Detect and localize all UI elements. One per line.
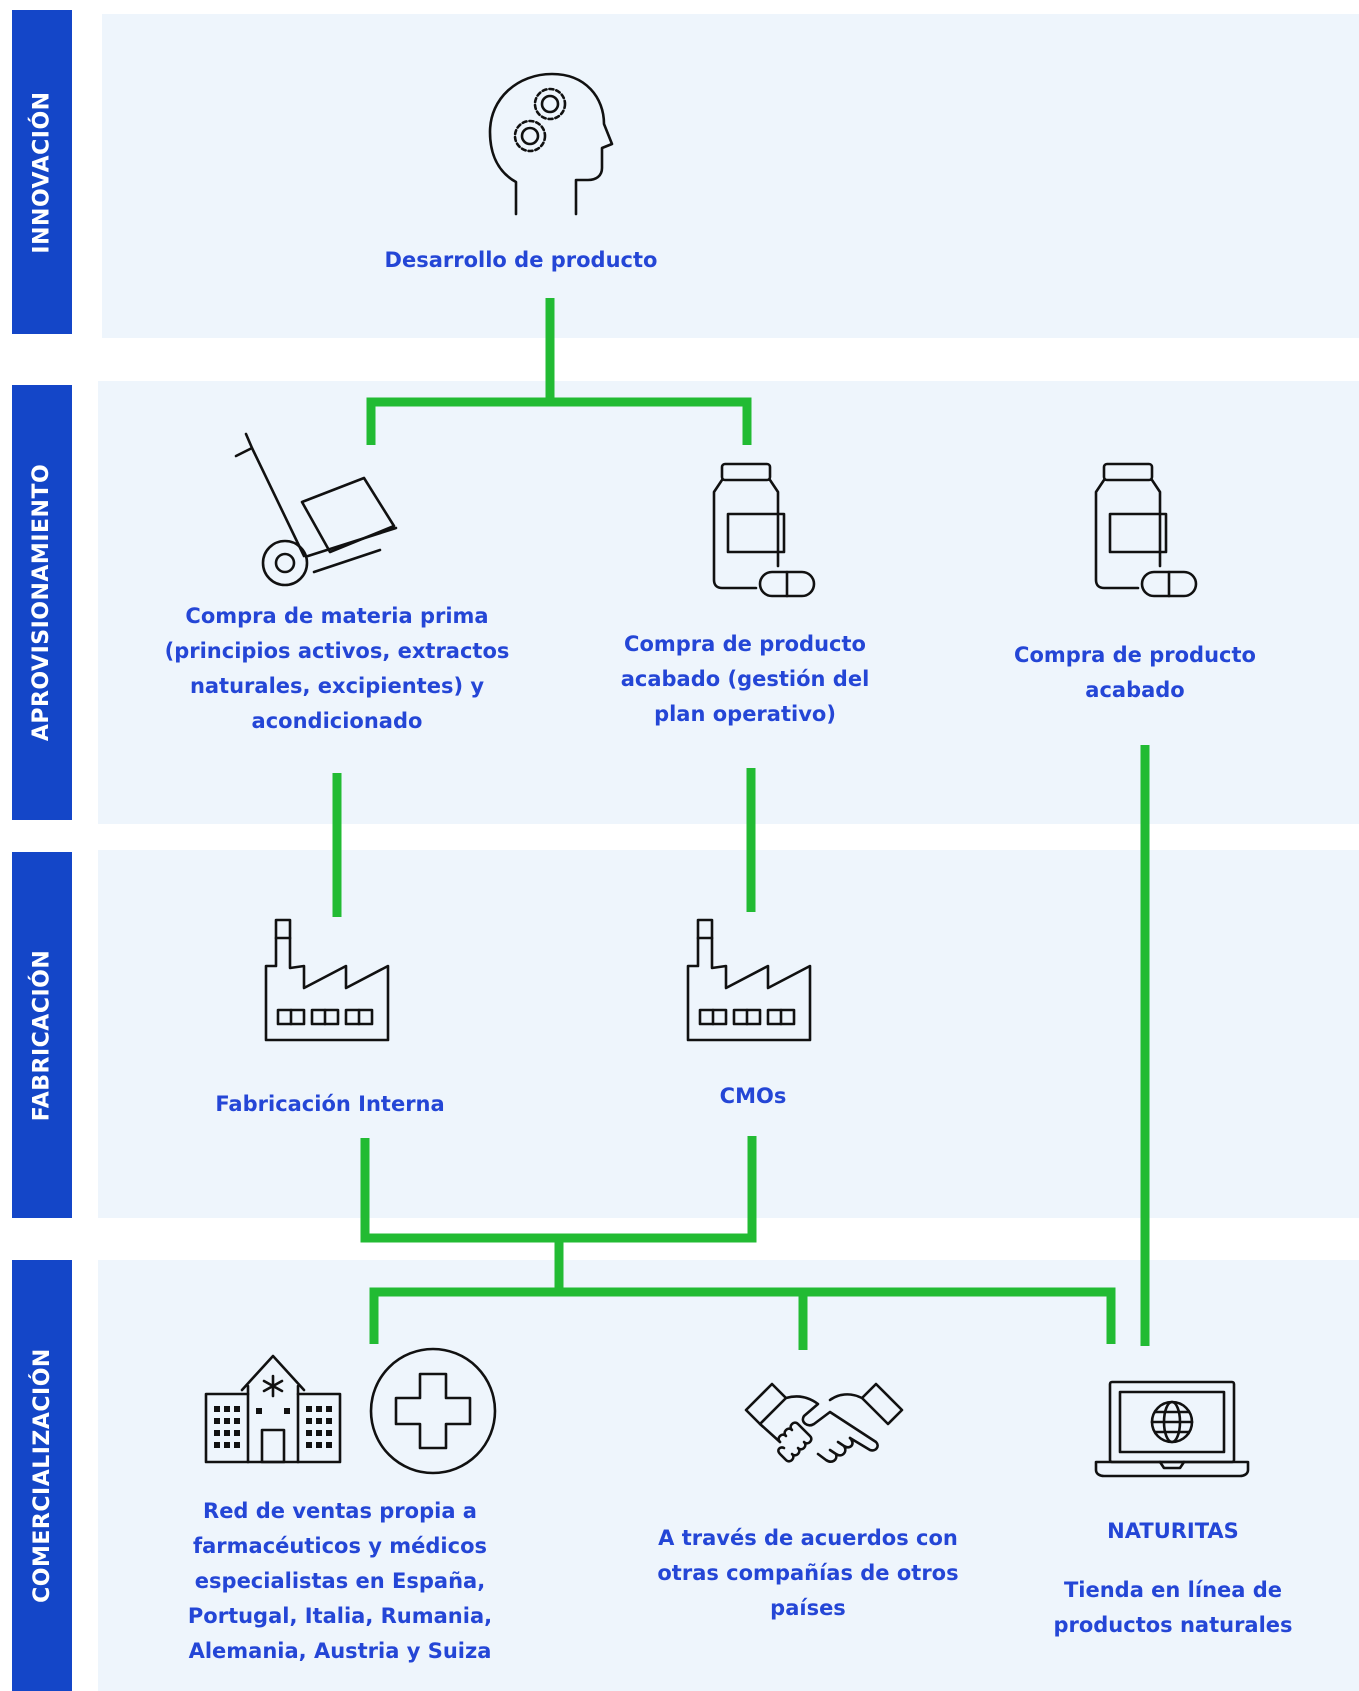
medicine-bottle-icon-1 — [712, 462, 816, 598]
node-materia-line-1: Compra de materia prima — [185, 604, 489, 628]
node-naturitas-title: NATURITAS — [1107, 1519, 1239, 1543]
stage-band-innovacion — [102, 14, 1359, 338]
node-red-ventas-line-5: Alemania, Austria y Suiza — [188, 1639, 492, 1663]
node-desarrollo-producto: Desarrollo de producto — [385, 243, 658, 278]
node-acabado-gestion-line-3: plan operativo) — [654, 702, 836, 726]
node-acuerdos: A través de acuerdos con otras compañías… — [657, 1521, 958, 1626]
stage-tab-comercializacion: COMERCIALIZACIÓN — [12, 1260, 72, 1691]
laptop-globe-icon — [1094, 1380, 1250, 1478]
medical-cross-icon — [368, 1346, 498, 1476]
connector-comercializacion-split — [369, 1287, 1116, 1350]
stage-tab-innovacion: INNOVACIÓN — [12, 10, 72, 334]
node-compra-materia-prima: Compra de materia prima (principios acti… — [165, 599, 510, 739]
node-compra-producto-acabado: Compra de producto acabado — [1014, 638, 1256, 708]
node-fabricacion-interna-label: Fabricación Interna — [215, 1092, 445, 1116]
node-red-ventas-line-3: especialistas en España, — [194, 1569, 486, 1593]
node-cmos-label: CMOs — [719, 1084, 787, 1108]
handshake-icon — [744, 1380, 904, 1472]
connector-desarrollo-split — [366, 298, 752, 445]
hand-truck-icon — [232, 432, 398, 588]
node-acuerdos-line-3: países — [770, 1596, 846, 1620]
node-materia-line-3: naturales, excipientes) y — [189, 674, 485, 698]
factory-icon-2 — [686, 918, 812, 1042]
node-fabricacion-interna: Fabricación Interna — [215, 1087, 444, 1122]
node-red-ventas-line-2: farmacéuticos y médicos — [192, 1534, 488, 1558]
stage-tab-fabricacion: FABRICACIÓN — [12, 852, 72, 1218]
node-desarrollo-label: Desarrollo de producto — [384, 248, 658, 272]
connector-fabricacion-merge — [360, 1136, 757, 1290]
node-materia-line-2: (principios activos, extractos — [164, 639, 510, 663]
node-compra-producto-acabado-gestion: Compra de producto acabado (gestión del … — [621, 627, 870, 732]
node-naturitas-desc-line-1: Tienda en línea de — [1063, 1578, 1283, 1602]
node-naturitas: NATURITAS Tienda en línea de productos n… — [1053, 1514, 1292, 1643]
node-red-ventas: Red de ventas propia a farmacéuticos y m… — [188, 1494, 492, 1669]
node-cmos: CMOs — [720, 1079, 787, 1114]
factory-icon-1 — [264, 918, 390, 1042]
node-acabado-line-2: acabado — [1085, 678, 1185, 702]
node-acabado-gestion-line-2: acabado (gestión del — [620, 667, 870, 691]
node-acabado-gestion-line-1: Compra de producto — [624, 632, 866, 656]
node-acuerdos-line-2: otras compañías de otros — [657, 1561, 959, 1585]
node-acuerdos-line-1: A través de acuerdos con — [658, 1526, 958, 1550]
node-materia-line-4: acondicionado — [251, 709, 423, 733]
hospital-icon — [204, 1352, 342, 1464]
node-red-ventas-line-4: Portugal, Italia, Rumania, — [187, 1604, 493, 1628]
node-acabado-line-1: Compra de producto — [1014, 643, 1256, 667]
node-naturitas-desc-line-2: productos naturales — [1053, 1613, 1293, 1637]
medicine-bottle-icon-2 — [1094, 462, 1198, 598]
stage-tab-aprovisionamiento: APROVISIONAMIENTO — [12, 385, 72, 820]
node-naturitas-spacer — [1053, 1549, 1292, 1573]
head-gears-icon — [488, 70, 614, 216]
node-red-ventas-line-1: Red de ventas propia a — [203, 1499, 477, 1523]
